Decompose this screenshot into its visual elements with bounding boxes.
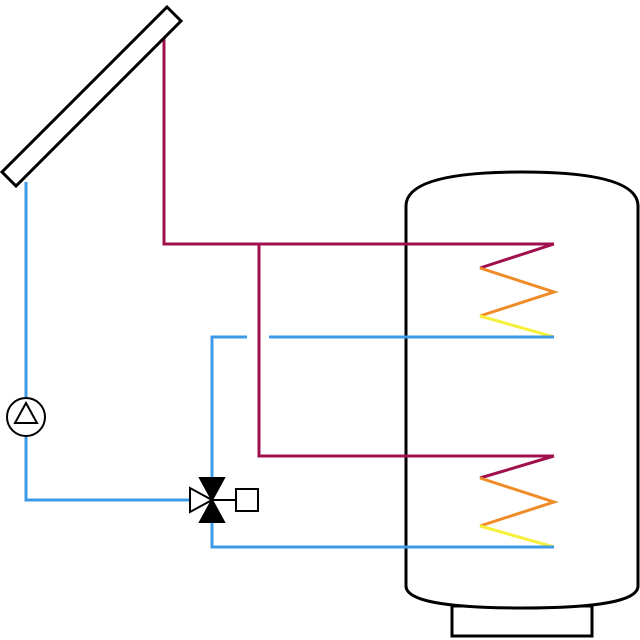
pump-to-valve-pipe bbox=[24, 436, 190, 502]
tank-stand bbox=[450, 604, 594, 638]
circulation-pump bbox=[6, 397, 46, 437]
storage-tank bbox=[404, 170, 640, 638]
valve-left-port bbox=[189, 486, 215, 514]
upper-heat-exchanger-coil bbox=[479, 242, 559, 339]
lower-coil-hot-segment bbox=[479, 454, 555, 480]
upper-coil-hot-segment bbox=[479, 242, 555, 270]
lower-coil-mid-segment bbox=[479, 476, 559, 528]
solar-collector-icon bbox=[0, 4, 184, 189]
valve-bottom-port bbox=[198, 497, 226, 523]
cold-return-pipes bbox=[24, 182, 554, 549]
lower-coil-cool-segment bbox=[479, 524, 555, 549]
three-way-valve bbox=[189, 477, 259, 523]
valve-actuator-icon bbox=[235, 488, 259, 512]
upper-coil-cool-segment bbox=[479, 314, 555, 339]
hot-flow-pipes bbox=[162, 38, 554, 458]
solar-collector bbox=[0, 4, 184, 189]
valve-top-port bbox=[198, 477, 226, 503]
hot-branch-to-lower-coil bbox=[257, 244, 554, 458]
upper-coil-return-pipe-left bbox=[210, 335, 247, 480]
tank-body bbox=[404, 170, 640, 610]
pump-direction-triangle bbox=[13, 400, 39, 424]
collector-hot-outlet-pipe bbox=[162, 38, 554, 246]
lower-coil-return-pipe bbox=[210, 520, 554, 549]
lower-heat-exchanger-coil bbox=[479, 454, 559, 549]
upper-coil-mid-segment bbox=[479, 266, 559, 318]
